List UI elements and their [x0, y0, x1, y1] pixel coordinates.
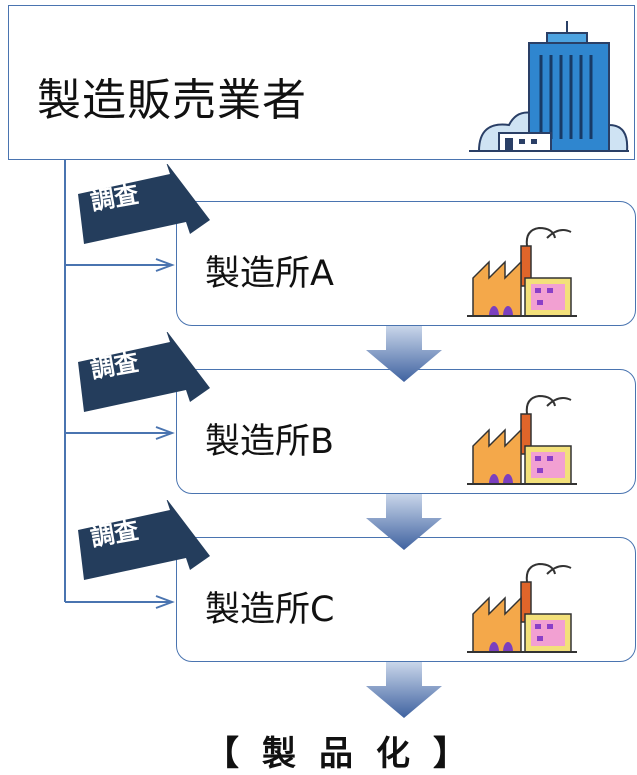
factory-icon — [467, 226, 577, 317]
down-arrow-b-c — [366, 494, 442, 550]
factory-box-b: 製造所B — [176, 369, 636, 494]
down-arrow-c-final — [366, 662, 442, 718]
manufacturer-box: 製造販売業者 — [8, 5, 635, 160]
factory-label-b: 製造所B — [205, 422, 335, 462]
factory-label-c: 製造所C — [205, 590, 335, 630]
down-arrow-a-b — [366, 326, 442, 382]
factory-box-c: 製造所C — [176, 537, 636, 662]
factory-icon — [467, 562, 577, 653]
survey-arrow-a: 調査 — [70, 164, 220, 254]
factory-label-a: 製造所A — [205, 254, 334, 294]
factory-icon — [467, 394, 577, 485]
survey-arrow-b: 調査 — [70, 332, 220, 422]
manufacturer-label: 製造販売業者 — [37, 75, 307, 126]
factory-box-a: 製造所A — [176, 201, 636, 326]
survey-arrow-c: 調査 — [70, 500, 220, 590]
final-product-label: 【製品化】 — [205, 734, 490, 774]
office-building-icon — [469, 21, 629, 152]
